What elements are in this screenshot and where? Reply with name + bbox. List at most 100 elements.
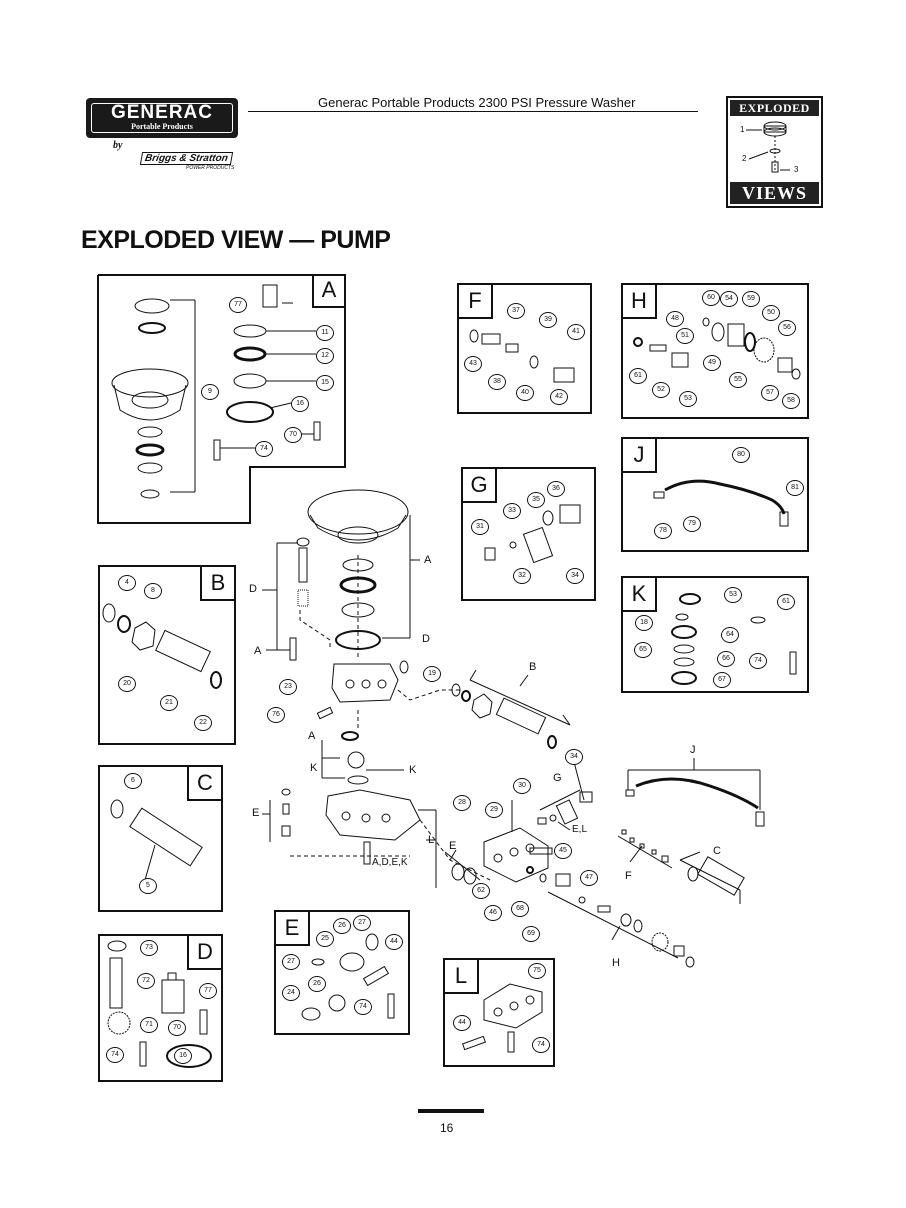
badge-top-label: EXPLODED (730, 100, 819, 116)
callout-40: 40 (516, 385, 534, 401)
callout-11: 11 (316, 325, 334, 341)
label-a-1: A (424, 554, 432, 566)
callout-74-l: 74 (532, 1037, 550, 1053)
label-d-2: D (249, 583, 257, 595)
callout-35: 35 (527, 492, 545, 508)
page-title: EXPLODED VIEW — PUMP (81, 226, 391, 254)
callout-74-e: 74 (354, 999, 372, 1015)
header-rule (248, 111, 698, 112)
callout-73: 73 (140, 940, 158, 956)
callout-54: 54 (720, 291, 738, 307)
partner-sub: POWER PRODUCTS (186, 165, 235, 171)
badge-callout-1: 1 (740, 125, 745, 134)
callout-72: 72 (137, 973, 155, 989)
page-number-bar (418, 1109, 484, 1113)
callout-12: 12 (316, 348, 334, 364)
callout-70: 70 (284, 427, 302, 443)
panel-b: B (98, 565, 236, 745)
callout-38: 38 (488, 374, 506, 390)
callout-34: 34 (566, 568, 584, 584)
label-c: C (713, 845, 721, 857)
label-e-1: E (252, 807, 260, 819)
callout-74-d: 74 (106, 1047, 124, 1063)
callout-28: 28 (453, 795, 471, 811)
callout-69: 69 (522, 926, 540, 942)
callout-44-l: 44 (453, 1015, 471, 1031)
callout-49: 49 (703, 355, 721, 371)
callout-46: 46 (484, 905, 502, 921)
callout-45: 45 (554, 843, 572, 859)
by-text: by (113, 140, 123, 151)
callout-24: 24 (282, 985, 300, 1001)
callout-80: 80 (732, 447, 750, 463)
callout-48: 48 (666, 311, 684, 327)
label-d-1: D (422, 633, 430, 645)
panel-b-letter: B (200, 567, 234, 601)
callout-59: 59 (742, 291, 760, 307)
callout-41: 41 (567, 324, 585, 340)
callout-27-b: 27 (282, 954, 300, 970)
panel-e-letter: E (276, 912, 310, 946)
callout-5: 5 (139, 878, 157, 894)
label-j: J (690, 744, 696, 756)
callout-42: 42 (550, 389, 568, 405)
label-g: G (553, 772, 562, 784)
callout-71: 71 (140, 1017, 158, 1033)
callout-62: 62 (472, 883, 490, 899)
label-adek: A,D,E,K (372, 857, 408, 868)
label-a-2: A (254, 645, 262, 657)
page-number: 16 (440, 1121, 454, 1135)
callout-77: 77 (229, 297, 247, 313)
callout-43: 43 (464, 356, 482, 372)
callout-27: 27 (353, 915, 371, 931)
callout-25: 25 (316, 931, 334, 947)
callout-15: 15 (316, 375, 334, 391)
callout-52: 52 (652, 382, 670, 398)
badge-bottom-label: VIEWS (730, 182, 819, 204)
label-e-2: E (449, 840, 457, 852)
label-l: L (428, 834, 435, 846)
label-a-3: A (308, 730, 316, 742)
callout-58: 58 (782, 393, 800, 409)
badge-illustration (746, 121, 790, 173)
callout-78: 78 (654, 523, 672, 539)
callout-81: 81 (786, 480, 804, 496)
panel-f-letter: F (459, 285, 493, 319)
panel-a-letter: A (321, 277, 337, 302)
callout-53-k: 53 (724, 587, 742, 603)
callout-50: 50 (762, 305, 780, 321)
badge-callout-3: 3 (794, 165, 799, 174)
brand-sub: Portable Products (131, 122, 193, 131)
callout-60: 60 (702, 290, 720, 306)
label-h: H (612, 957, 620, 969)
callout-75: 75 (528, 963, 546, 979)
callout-65: 65 (634, 642, 652, 658)
label-el: E,L (572, 824, 588, 835)
panel-j-letter: J (623, 439, 657, 473)
callout-18: 18 (635, 615, 653, 631)
callout-53: 53 (679, 391, 697, 407)
callout-16: 16 (291, 396, 309, 412)
callout-22: 22 (194, 715, 212, 731)
callout-36: 36 (547, 481, 565, 497)
panel-k-letter: K (623, 578, 657, 612)
label-f: F (625, 870, 632, 882)
callout-31: 31 (471, 519, 489, 535)
badge-callout-2: 2 (742, 154, 747, 163)
callout-19: 19 (423, 666, 441, 682)
callout-77-d: 77 (199, 983, 217, 999)
callout-39: 39 (539, 312, 557, 328)
callout-26: 26 (333, 918, 351, 934)
callout-66: 66 (717, 651, 735, 667)
callout-74: 74 (255, 441, 273, 457)
